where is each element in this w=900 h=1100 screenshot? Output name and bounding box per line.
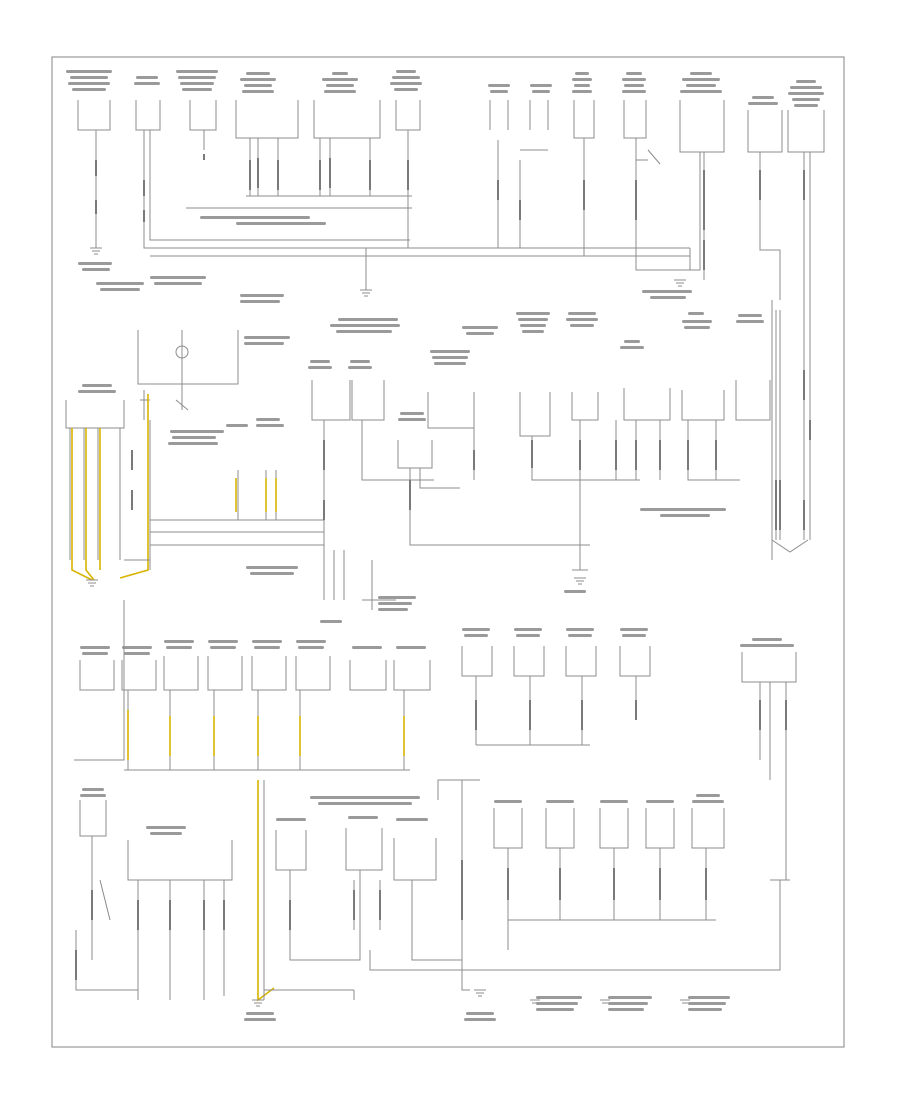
top-components: [66, 70, 825, 153]
top-wiring: [78, 130, 811, 560]
right-lower-components: [369, 628, 797, 1011]
diagram-frame: [51, 56, 845, 1048]
middle-components: [65, 294, 771, 623]
lower-left-ground-group: [75, 779, 496, 1021]
lower-left-components: [74, 600, 431, 771]
